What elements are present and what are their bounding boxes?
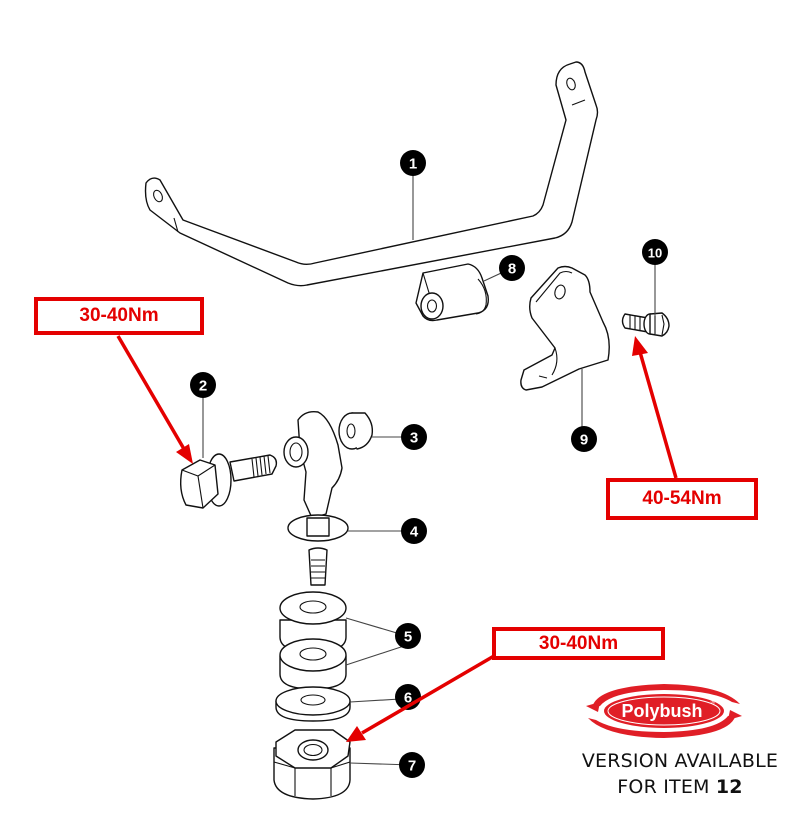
callout-3: 3 [401, 424, 427, 450]
torque-label-bolt-2: 30-40Nm [34, 297, 204, 335]
svg-text:3: 3 [410, 430, 418, 447]
callout-8: 8 [499, 255, 525, 281]
callout-4: 4 [401, 518, 427, 544]
torque-label-bolt-10: 40-54Nm [606, 478, 758, 520]
svg-text:6: 6 [404, 690, 412, 707]
part-2-flange-bolt [179, 453, 278, 509]
torque-arrow-bolt-10 [632, 336, 678, 479]
svg-text:2: 2 [199, 378, 207, 395]
version-item-number: 12 [715, 776, 743, 798]
part-7-lock-nut [273, 729, 351, 800]
logo-oval [604, 694, 724, 728]
callout-5: 5 [395, 623, 421, 649]
svg-text:9: 9 [580, 432, 588, 449]
torque-label-nut-7: 30-40Nm [492, 627, 665, 660]
svg-text:8: 8 [508, 261, 516, 278]
logo-brand-text: Polybush [621, 701, 702, 721]
part-8-bar-bush [415, 263, 489, 322]
part-6-washer [275, 686, 351, 722]
logo-registered-mark: ® [711, 699, 716, 706]
svg-text:5: 5 [404, 629, 412, 646]
callout-9: 9 [571, 426, 597, 452]
version-line-2: FOR ITEM 12 [560, 774, 800, 800]
part-10-bracket-bolt [621, 312, 670, 337]
part-9-clamp-bracket [520, 265, 610, 391]
torque-arrow-nut-7 [346, 654, 495, 742]
polybush-logo: Polybush ® [586, 684, 742, 738]
svg-text:4: 4 [410, 524, 419, 541]
version-line-2-prefix: FOR ITEM [617, 776, 716, 798]
callout-7: 7 [399, 752, 425, 778]
logo-swoosh-bottom [588, 714, 736, 738]
part-5-bushes [279, 591, 347, 690]
svg-text:1: 1 [409, 156, 417, 173]
version-line-1: VERSION AVAILABLE [581, 750, 779, 772]
svg-text:10: 10 [648, 246, 662, 261]
part-3-flange-nut [338, 412, 374, 450]
part-1-anti-roll-bar [144, 61, 599, 287]
callout-1: 1 [400, 150, 426, 176]
callout-2: 2 [190, 372, 216, 398]
torque-arrow-bolt-2 [116, 335, 193, 464]
version-note: VERSION AVAILABLE FOR ITEM 12 [560, 748, 800, 800]
callout-10: 10 [642, 239, 668, 265]
logo-swoosh-top [592, 684, 740, 708]
svg-text:7: 7 [408, 758, 416, 775]
part-4-drop-link [283, 410, 349, 586]
